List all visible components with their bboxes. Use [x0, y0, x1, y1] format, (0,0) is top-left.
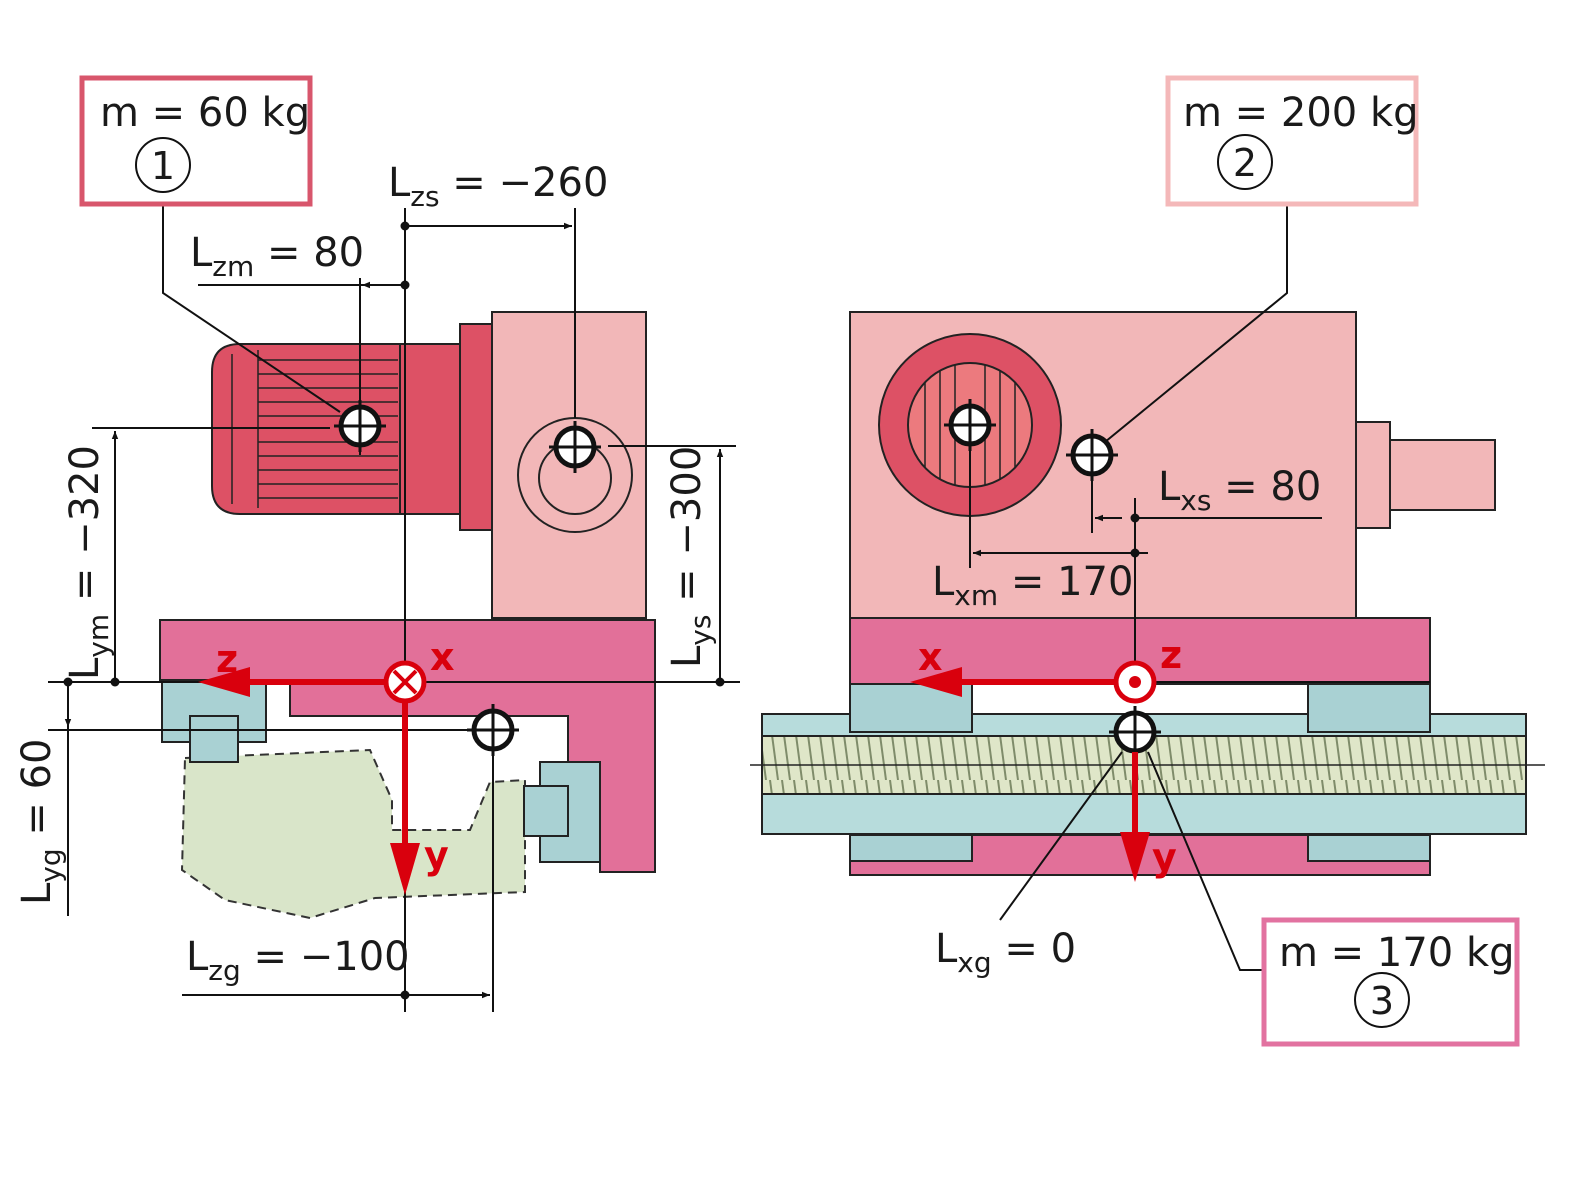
cg-marker-gearbox-front [1066, 429, 1118, 481]
dim-lzg: Lzg = −100 [186, 934, 410, 987]
mass-box-1-mass: m = 60 kg [100, 90, 310, 136]
right-axis-y-label: y [1152, 835, 1177, 879]
right-axis-z-label: z [1160, 633, 1182, 677]
load-outline [180, 748, 526, 920]
guide-block-front-br [1307, 834, 1431, 862]
cg-marker-load-front [1109, 706, 1161, 758]
left-axis-y-label: y [424, 833, 449, 877]
motor-adapter [399, 343, 461, 515]
mass-box-3-number: 3 [1370, 979, 1394, 1023]
left-axis-x-label: x [430, 635, 455, 679]
dim-lym: Lym = −320 [62, 445, 115, 680]
shaft-collar [1355, 421, 1391, 529]
dim-lys: Lys = −300 [664, 446, 717, 668]
right-dimension-lines [969, 205, 1430, 971]
guide-block-right-inner [523, 785, 569, 837]
dim-lyg: Lyg = 60 [14, 739, 67, 905]
dim-lxs: Lxs = 80 [1158, 464, 1321, 517]
left-view [48, 205, 740, 1012]
right-view [750, 205, 1545, 971]
mass-box-1: m = 60 kg 1 [79, 75, 313, 207]
mass-box-2-mass: m = 200 kg [1183, 90, 1419, 136]
right-dim-dots [1130, 513, 1140, 558]
mass-box-2: m = 200 kg 2 [1165, 75, 1419, 207]
left-coordinate-axes [198, 660, 427, 895]
guide-block-left-inner [189, 715, 239, 763]
cg-marker-motor [334, 400, 386, 452]
right-axis-x-label: x [918, 635, 943, 679]
right-coordinate-axes [910, 660, 1157, 882]
mass-box-2-number: 2 [1233, 141, 1257, 185]
left-axis-z-label: z [216, 637, 238, 681]
left-dim-dots [63, 221, 725, 1000]
cg-marker-gearbox [549, 421, 601, 473]
mass-box-3: m = 170 kg 3 [1261, 917, 1520, 1047]
cg-marker-motor-front [944, 399, 996, 451]
cg-marker-load [467, 704, 519, 756]
drive-shaft [1389, 439, 1496, 511]
dim-lzm: Lzm = 80 [190, 230, 364, 283]
guide-block-front-bl [849, 834, 973, 862]
guide-block-front-tr [1307, 683, 1431, 733]
dim-lxg: Lxg = 0 [935, 926, 1076, 979]
motor-flange [459, 323, 493, 531]
dim-lzs: Lzs = −260 [388, 160, 608, 213]
dim-lxm: Lxm = 170 [932, 559, 1133, 612]
mass-box-1-number: 1 [151, 144, 175, 188]
mass-box-3-mass: m = 170 kg [1279, 930, 1515, 976]
